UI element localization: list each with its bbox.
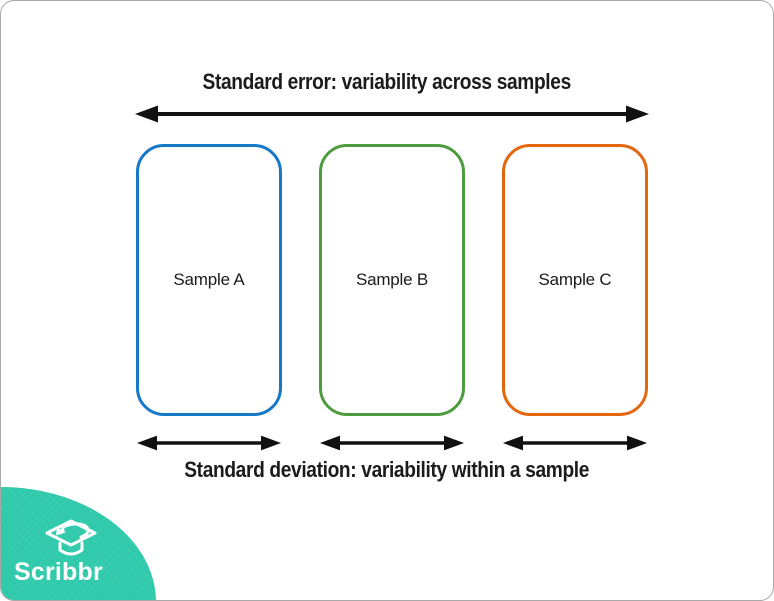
standard-deviation-arrow-b [320, 435, 464, 451]
sample-a-label: Sample A [173, 270, 245, 289]
sample-a-box: Sample A [136, 144, 282, 416]
sample-c-label: Sample C [538, 270, 612, 289]
scribbr-wordmark: Scribbr [14, 558, 103, 586]
sample-c-box: Sample C [502, 144, 648, 416]
sample-b-label: Sample B [355, 270, 429, 289]
standard-deviation-title: Standard deviation: variability within a… [1, 457, 773, 483]
sample-b-box: Sample B [319, 144, 465, 416]
standard-error-title-text: Standard error: variability across sampl… [202, 69, 572, 94]
standard-error-double-arrow [135, 105, 649, 123]
standard-error-title: Standard error: variability across sampl… [1, 69, 773, 95]
standard-deviation-title-text: Standard deviation: variability within a… [184, 457, 590, 482]
standard-deviation-arrow-c [503, 435, 647, 451]
graduation-cap-icon [45, 519, 97, 556]
standard-deviation-arrow-a [137, 435, 281, 451]
